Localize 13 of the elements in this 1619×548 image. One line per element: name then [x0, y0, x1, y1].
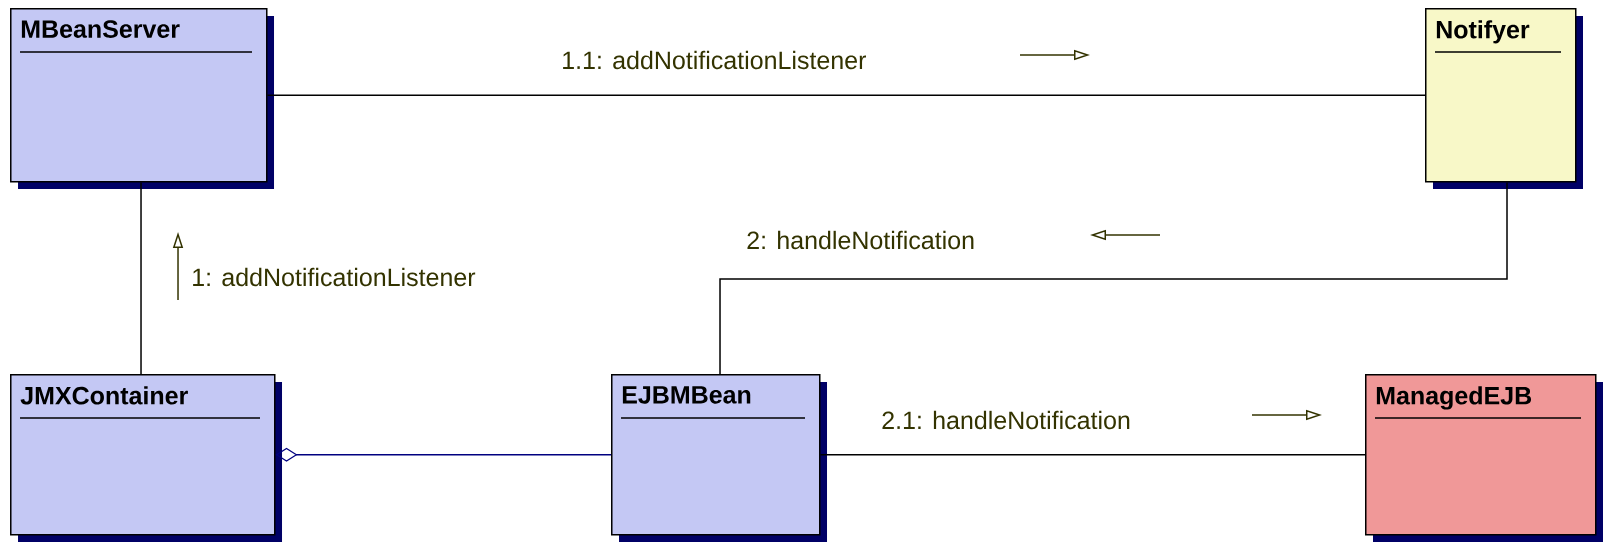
message-label: 2.1: handleNotification [882, 410, 1130, 430]
class-box: MBeanServer [10, 8, 274, 189]
link-line [266, 94, 1426, 96]
link-line [719, 181, 1508, 375]
message-label: 2: handleNotification [747, 230, 974, 250]
class-box: JMXContainer [10, 374, 282, 542]
link-line [140, 181, 142, 375]
message-label: 1: addNotificationListener [193, 267, 476, 287]
class-box: EJBMBean [611, 374, 827, 542]
link-line [819, 454, 1366, 456]
class-box: Notifyer [1425, 8, 1583, 189]
message-label: 1.1: addNotificationListener [563, 50, 866, 70]
class-box: ManagedEJB [1365, 374, 1603, 542]
